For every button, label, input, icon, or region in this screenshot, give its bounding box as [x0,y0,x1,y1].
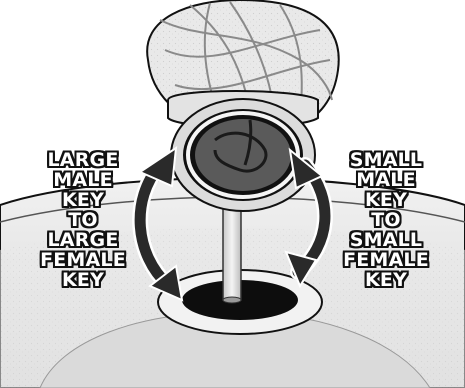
left-label-line: TO [30,210,136,230]
right-label-line: KEY [333,190,439,210]
left-label-line: KEY [30,190,136,210]
left-label-line: LARGE [30,230,136,250]
left-label-line: LARGE [30,150,136,170]
left-label-line: MALE [30,170,136,190]
right-label-line: FEMALE [333,250,439,270]
right-label-line: TO [333,210,439,230]
left-instruction-label: LARGE MALE KEY TO LARGE FEMALE KEY [30,150,136,290]
right-label-line: KEY [333,270,439,290]
left-label-line: KEY [30,270,136,290]
right-label-line: MALE [333,170,439,190]
left-label-line: FEMALE [30,250,136,270]
right-instruction-label: SMALL MALE KEY TO SMALL FEMALE KEY [333,150,439,290]
right-label-line: SMALL [333,150,439,170]
right-label-line: SMALL [333,230,439,250]
